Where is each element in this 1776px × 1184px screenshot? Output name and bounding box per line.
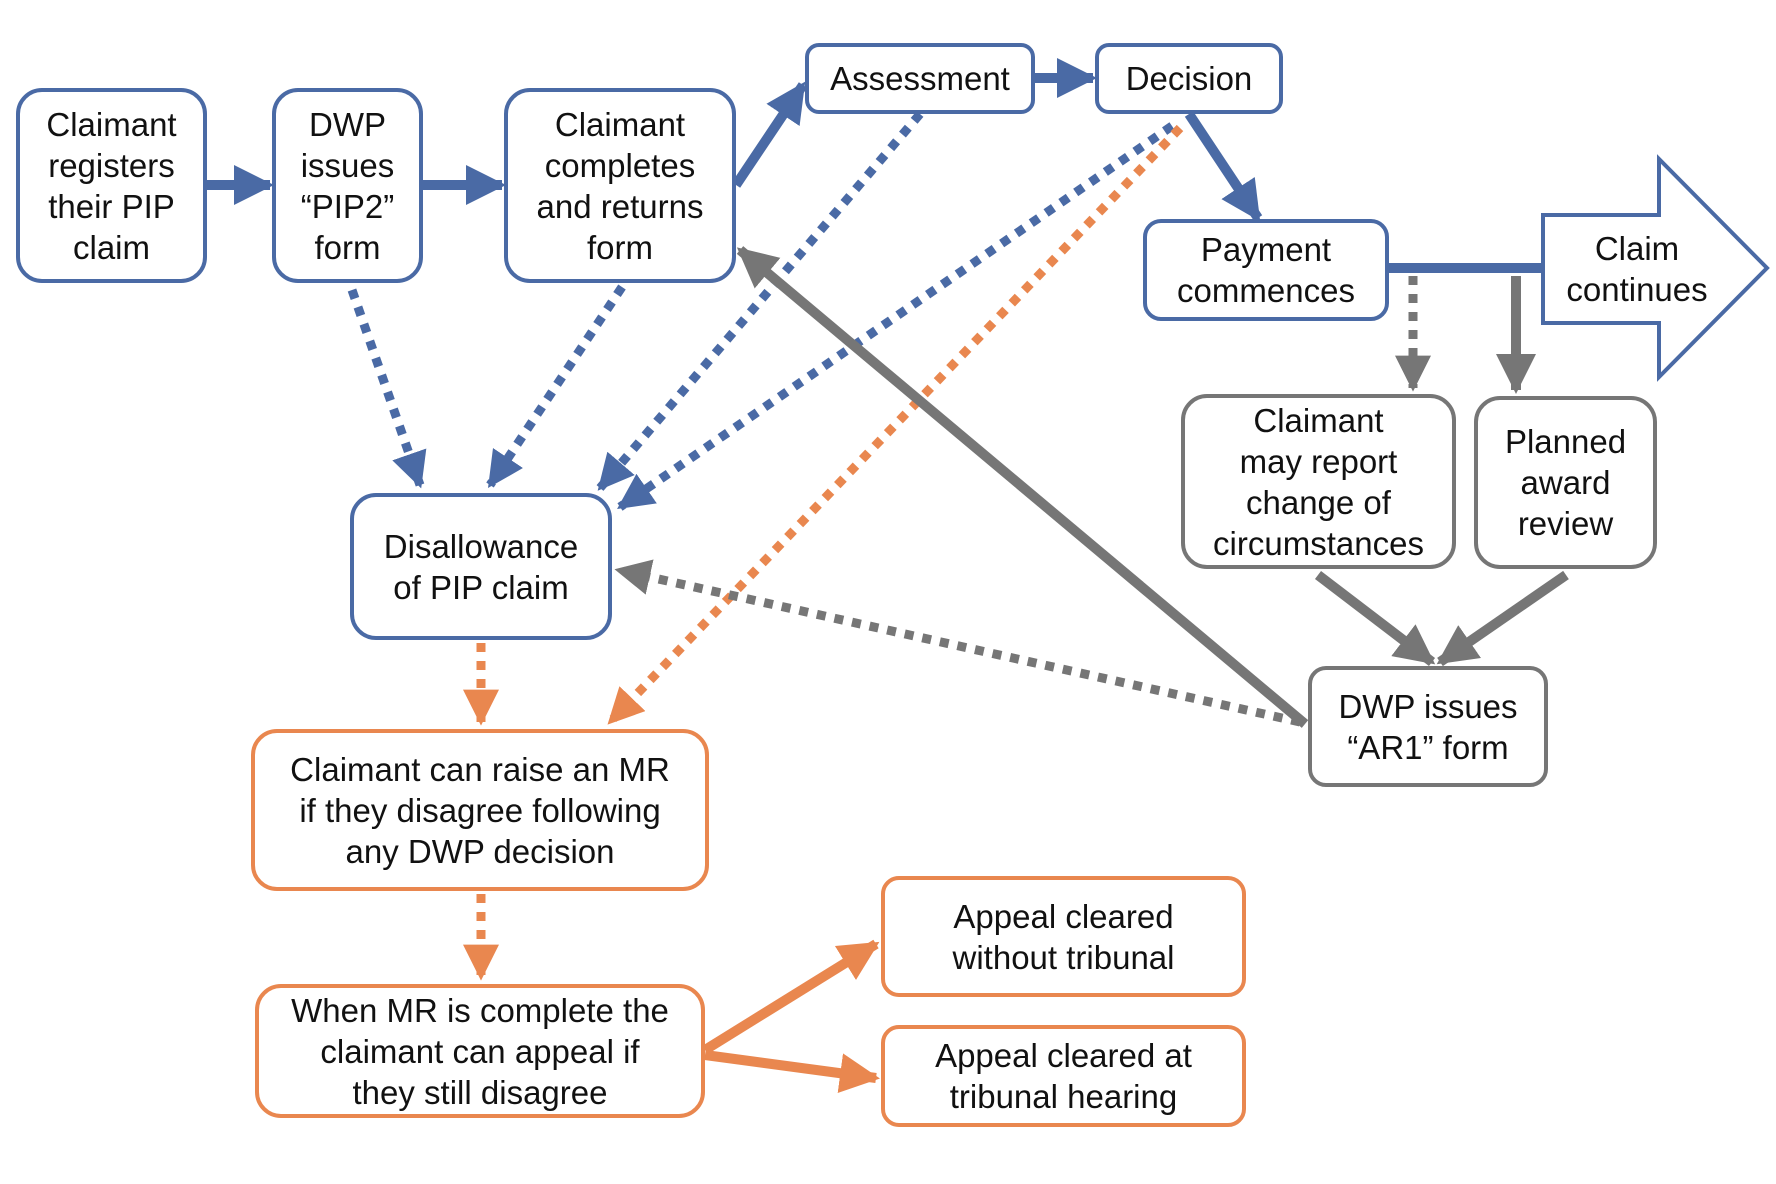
node-claim-continues-label: Claim continues [1566, 230, 1708, 308]
node-dwp-issues-ar1-label: DWP issues “AR1” form [1338, 687, 1518, 766]
edge-ar1-to-disallowance [614, 559, 1301, 727]
node-appeal-label: When MR is complete the claimant can app… [291, 991, 669, 1111]
node-appeal-cleared-without-tribunal: Appeal cleared without tribunal [881, 876, 1246, 997]
edge-completes-to-assessment [731, 81, 808, 188]
node-decision: Decision [1095, 43, 1283, 114]
node-planned-award-review: Planned award review [1474, 396, 1657, 569]
node-claim-continues: Claim continues [1547, 215, 1727, 323]
edge-planned-review-to-ar1 [1436, 570, 1569, 667]
node-claimant-completes-form-label: Claimant completes and returns form [536, 105, 704, 266]
node-mandatory-reconsideration-label: Claimant can raise an MR if they disagre… [290, 750, 670, 870]
node-assessment: Assessment [805, 43, 1035, 114]
node-appeal-cleared-at-tribunal-label: Appeal cleared at tribunal hearing [935, 1037, 1192, 1115]
node-mandatory-reconsideration: Claimant can raise an MR if they disagre… [251, 729, 709, 891]
node-dwp-issues-pip2: DWP issues “PIP2” form [272, 88, 423, 283]
node-change-of-circumstances: Claimant may report change of circumstan… [1181, 394, 1456, 569]
node-planned-award-review-label: Planned award review [1504, 423, 1627, 542]
edge-appeal-to-cleared-at [704, 1050, 880, 1094]
edge-ar1-to-completes [736, 246, 1309, 728]
node-claimant-registers: Claimant registers their PIP claim [16, 88, 207, 283]
edge-decision-to-payment [1184, 111, 1263, 222]
node-disallowance: Disallowance of PIP claim [350, 493, 612, 640]
node-disallowance-label: Disallowance of PIP claim [383, 527, 579, 606]
node-claimant-completes-form: Claimant completes and returns form [504, 88, 736, 283]
node-appeal-cleared-at-tribunal: Appeal cleared at tribunal hearing [881, 1025, 1246, 1127]
node-payment-commences: Payment commences [1143, 219, 1389, 321]
edge-decision-to-mr [606, 124, 1184, 726]
edge-pip2-to-disallowance [347, 288, 427, 489]
edge-decision-to-disallowance [617, 122, 1175, 511]
node-claimant-registers-label: Claimant registers their PIP claim [46, 105, 177, 266]
node-payment-commences-label: Payment commences [1177, 231, 1355, 309]
node-change-of-circumstances-label: Claimant may report change of circumstan… [1213, 401, 1424, 562]
node-dwp-issues-pip2-label: DWP issues “PIP2” form [300, 105, 395, 266]
node-dwp-issues-ar1: DWP issues “AR1” form [1308, 666, 1548, 787]
node-decision-label: Decision [1125, 60, 1253, 97]
node-appeal: When MR is complete the claimant can app… [255, 984, 705, 1118]
node-appeal-cleared-without-tribunal-label: Appeal cleared without tribunal [952, 897, 1175, 976]
edge-completes-to-disallowance [486, 284, 626, 488]
edge-change-circ-to-ar1 [1314, 571, 1436, 666]
edge-appeal-to-cleared-without [702, 939, 880, 1055]
claim-continues-arrow-shape [1541, 154, 1770, 382]
node-assessment-label: Assessment [830, 60, 1010, 97]
